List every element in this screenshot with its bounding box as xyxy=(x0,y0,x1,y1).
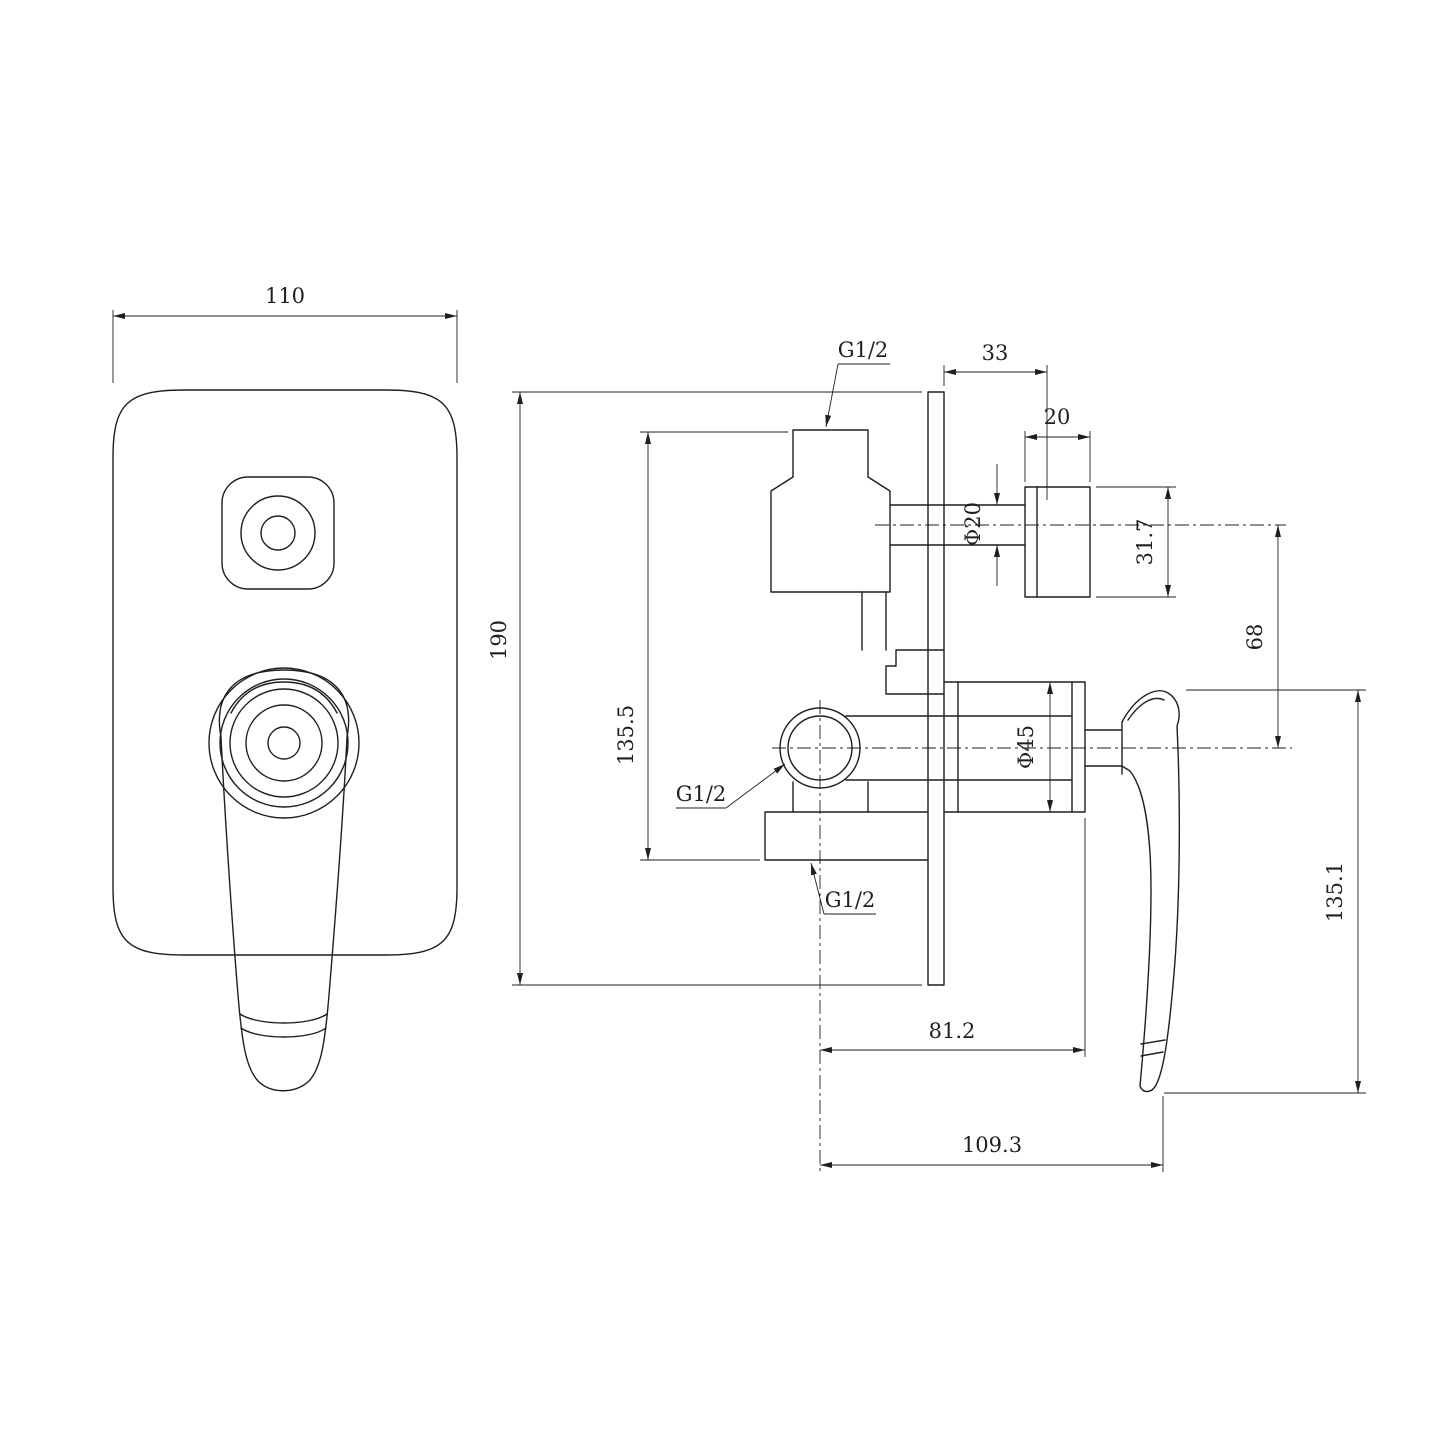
dim-label-dia20: Φ20 xyxy=(961,502,985,546)
dimension-overall-projection: 109.3 xyxy=(820,1096,1164,1172)
dimension-body-height: 135.5 xyxy=(614,431,788,861)
front-plate xyxy=(112,389,458,956)
outlet-hex-body xyxy=(1024,486,1091,598)
dim-label-31-7: 31.7 xyxy=(1133,519,1157,566)
handle-lever-front xyxy=(218,669,350,1092)
handle-lever-side xyxy=(1121,690,1181,1093)
dim-label-dia45: Φ45 xyxy=(1014,725,1038,769)
cartridge-housing xyxy=(845,715,945,781)
dimension-plate-width: 110 xyxy=(112,284,458,383)
dim-label-68: 68 xyxy=(1243,624,1267,651)
dimension-outlet-tip: 20 xyxy=(1024,405,1091,482)
diverter-button xyxy=(221,476,335,590)
dim-label-135-1: 135.1 xyxy=(1323,862,1347,922)
dimension-centers-spacing: 68 xyxy=(1243,525,1281,748)
label-g12-bottom: G1/2 xyxy=(825,888,876,912)
leader-side-port: G1/2 xyxy=(676,763,786,809)
side-view: 190 135.5 33 20 Φ20 xyxy=(487,338,1366,1172)
dimension-outlet-body-height: 31.7 xyxy=(1096,486,1176,598)
label-g12-side: G1/2 xyxy=(676,782,727,806)
bottom-port-block xyxy=(764,811,929,861)
dim-label-109-3: 109.3 xyxy=(962,1133,1022,1157)
label-g12-top: G1/2 xyxy=(838,338,889,362)
dim-label-110: 110 xyxy=(265,284,305,308)
dimension-sleeve-dia: Φ45 xyxy=(1014,682,1053,812)
handle-hub-front xyxy=(208,667,360,819)
bottom-boss xyxy=(792,781,869,813)
leader-top-port: G1/2 xyxy=(825,338,890,428)
dim-label-190: 190 xyxy=(487,620,511,660)
dim-label-135-5: 135.5 xyxy=(614,705,638,765)
dimension-sleeve-projection: 81.2 xyxy=(820,818,1086,1057)
dimension-handle-length: 135.1 xyxy=(1164,689,1366,1094)
centerlines xyxy=(772,524,1292,1172)
wall-plate-edge xyxy=(927,391,945,986)
dim-label-20: 20 xyxy=(1044,405,1071,429)
front-view: 110 xyxy=(112,284,458,1092)
body-spine xyxy=(861,591,945,695)
dimension-outlet-projection: 33 xyxy=(943,341,1048,500)
leader-bottom-port: G1/2 xyxy=(810,862,876,915)
dim-label-33: 33 xyxy=(982,341,1009,365)
dimension-plate-height: 190 xyxy=(487,391,922,986)
outlet-pipe xyxy=(889,504,1026,546)
dim-label-81-2: 81.2 xyxy=(929,1019,976,1043)
dimension-outlet-pipe-dia: Φ20 xyxy=(961,464,1000,586)
valve-body-top xyxy=(770,429,891,593)
